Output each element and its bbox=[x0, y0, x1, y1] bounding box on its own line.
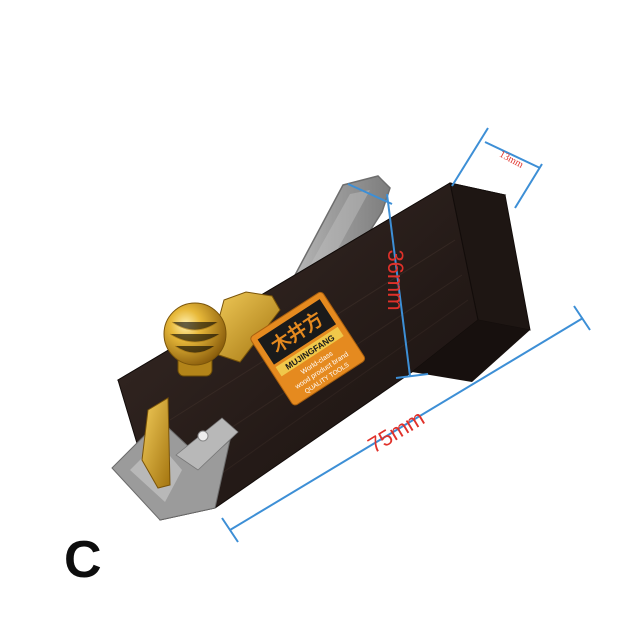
brass-wedge bbox=[141, 291, 281, 489]
dimension-length-label: 75mm bbox=[364, 405, 429, 458]
dimension-width-label: 13mm bbox=[497, 149, 525, 171]
dimension-height bbox=[347, 183, 429, 379]
dimension-length bbox=[221, 305, 591, 543]
brass-knob bbox=[163, 302, 227, 377]
dimension-height-label: 36mm bbox=[383, 249, 408, 310]
dimension-width bbox=[451, 127, 543, 209]
variant-letter: C bbox=[64, 531, 102, 589]
body-pin bbox=[197, 430, 209, 442]
